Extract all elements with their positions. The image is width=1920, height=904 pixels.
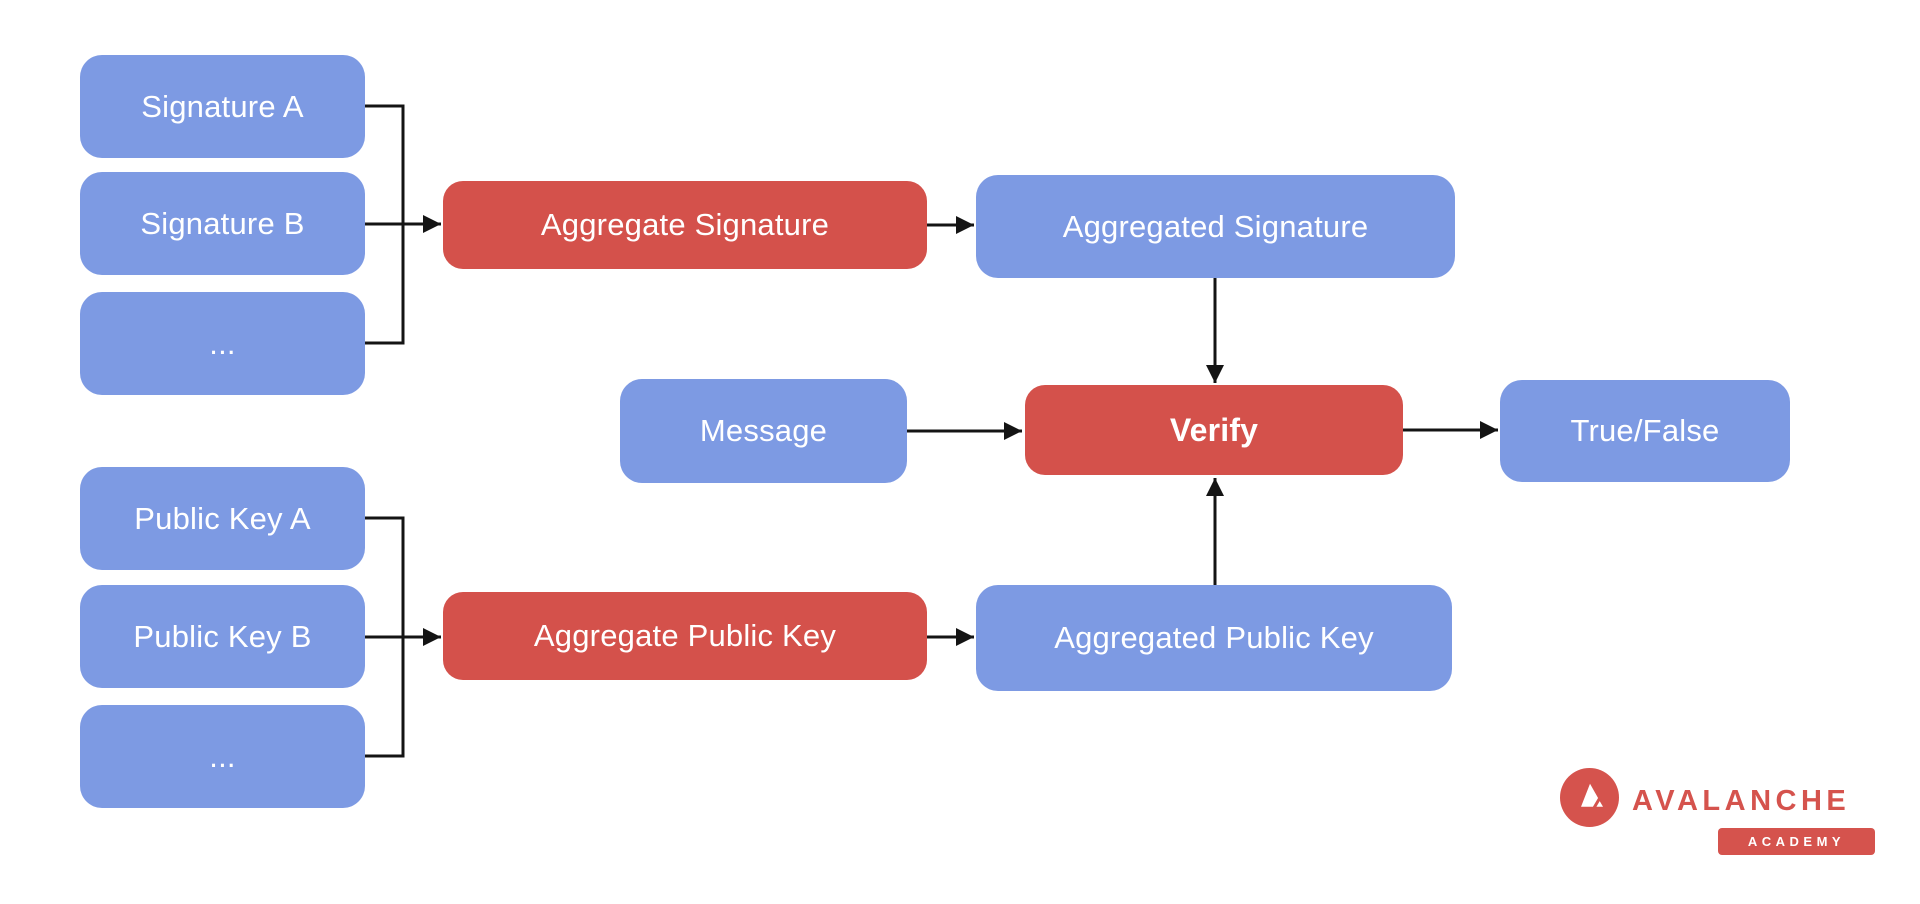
node-public-key-more: ... — [80, 705, 365, 808]
node-message: Message — [620, 379, 907, 483]
node-verify: Verify — [1025, 385, 1403, 475]
avalanche-academy-logo: AVALANCHE ACADEMY — [1560, 768, 1880, 858]
node-true-false: True/False — [1500, 380, 1790, 482]
node-signature-b: Signature B — [80, 172, 365, 275]
avalanche-logo-icon — [1560, 768, 1619, 827]
logo-brand-text: AVALANCHE — [1632, 785, 1851, 817]
node-public-key-a: Public Key A — [80, 467, 365, 570]
node-public-key-b: Public Key B — [80, 585, 365, 688]
logo-academy-badge: ACADEMY — [1718, 828, 1875, 855]
node-signature-a: Signature A — [80, 55, 365, 158]
node-aggregate-public-key: Aggregate Public Key — [443, 592, 927, 680]
node-aggregated-public-key: Aggregated Public Key — [976, 585, 1452, 691]
node-aggregated-signature: Aggregated Signature — [976, 175, 1455, 278]
node-signature-more: ... — [80, 292, 365, 395]
node-aggregate-signature: Aggregate Signature — [443, 181, 927, 269]
